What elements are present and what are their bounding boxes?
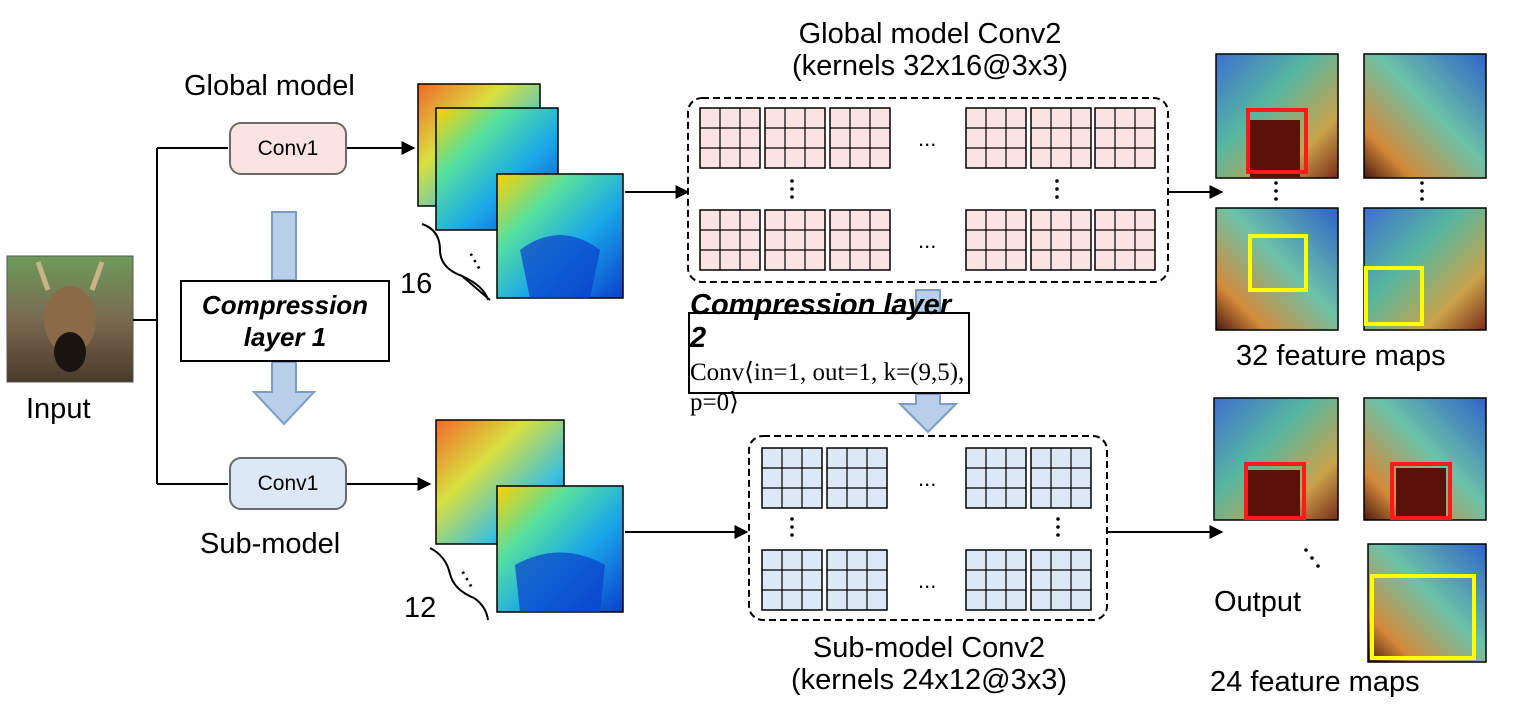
sub-conv2-title: Sub-model Conv2 (kernels 24x12@3x3)	[720, 632, 1138, 696]
sub-feature-maps-label: 24 feature maps	[1210, 666, 1420, 698]
sub-conv1-block: Conv1	[229, 457, 347, 510]
compression-1-flow-arrow-top	[271, 211, 297, 281]
global-conv1-feature-maps	[417, 83, 624, 299]
global-output-highlights	[1246, 108, 1424, 326]
global-kernel	[699, 209, 761, 271]
sub-kernel	[761, 447, 823, 509]
global-kernel-row2-ellipsis: ...	[918, 228, 937, 253]
global-kernel	[965, 209, 1027, 271]
global-kernel	[1030, 209, 1092, 271]
compression-layer-2-formula: Conv⟨in=1, out=1, k=(9,5), p=0⟩	[690, 359, 965, 416]
global-kernel	[829, 107, 891, 169]
sub-kernel	[1030, 549, 1092, 611]
global-channels-brace	[421, 223, 491, 301]
sub-conv2-title-line1: Sub-model Conv2	[812, 632, 1046, 664]
branch-connectors	[133, 141, 1224, 539]
global-conv2-title: Global model Conv2 (kernels 32x16@3x3)	[700, 18, 1160, 82]
sub-kernel	[826, 447, 888, 509]
global-feature-maps-label: 32 feature maps	[1236, 340, 1446, 372]
sub-conv2-title-line2: (kernels 24x12@3x3)	[790, 664, 1068, 696]
global-kernel	[1030, 107, 1092, 169]
input-image	[6, 255, 134, 383]
sub-kernel-row1-ellipsis: ...	[918, 466, 937, 491]
sub-kernel	[826, 549, 888, 611]
sub-output-highlights	[1244, 462, 1476, 660]
global-model-title: Global model	[184, 70, 355, 102]
global-kernel	[1094, 209, 1156, 271]
global-kernel	[1094, 107, 1156, 169]
global-output-ellipses	[1274, 181, 1424, 201]
sub-output-ellipses	[1304, 548, 1320, 568]
kernel-vertical-ellipses	[790, 179, 1060, 537]
global-output-feature-maps	[1215, 53, 1487, 331]
global-kernel	[699, 107, 761, 169]
compression-layer-1-line1: Compression	[201, 290, 369, 320]
global-conv2-kernel-box	[687, 97, 1169, 283]
sub-channels-brace	[429, 547, 489, 621]
compression-layer-1-box: Compression layer 1	[180, 280, 390, 362]
compression-layer-2-box: Compression layer 2 Conv⟨in=1, out=1, k=…	[688, 289, 970, 416]
global-kernel-row1-ellipsis: ...	[918, 126, 937, 151]
sub-conv1-feature-maps	[435, 419, 624, 613]
sub-output-feature-maps	[1213, 397, 1487, 663]
compression-1-flow-arrow-bottom	[251, 361, 317, 426]
compression-layer-2-title: Compression layer 2	[690, 289, 952, 354]
sub-kernel	[965, 549, 1027, 611]
sub-conv2-kernel-box	[748, 435, 1108, 621]
input-label: Input	[26, 393, 91, 425]
global-kernel	[764, 209, 826, 271]
global-kernel	[829, 209, 891, 271]
sub-kernel	[1030, 447, 1092, 509]
sub-kernel-row2-ellipsis: ...	[918, 568, 937, 593]
global-conv2-title-line1: Global model Conv2	[798, 18, 1062, 50]
sub-conv2-kernels	[761, 447, 1092, 611]
compression-layer-1-line2: layer 1	[243, 322, 327, 352]
global-conv2-kernels	[699, 107, 1156, 271]
sub-kernel	[965, 447, 1027, 509]
sub-model-title: Sub-model	[200, 528, 341, 560]
sub-channel-count: 12	[404, 592, 437, 624]
global-conv1-label: Conv1	[257, 136, 319, 160]
sub-conv1-label: Conv1	[257, 471, 319, 495]
global-channel-count: 16	[400, 268, 433, 300]
sub-kernel	[761, 549, 823, 611]
output-label: Output	[1214, 586, 1302, 618]
global-kernel	[965, 107, 1027, 169]
global-conv1-block: Conv1	[229, 122, 347, 175]
global-conv2-title-line2: (kernels 32x16@3x3)	[791, 50, 1069, 82]
compression-2-flow-arrow-bottom	[897, 393, 959, 434]
global-kernel	[764, 107, 826, 169]
